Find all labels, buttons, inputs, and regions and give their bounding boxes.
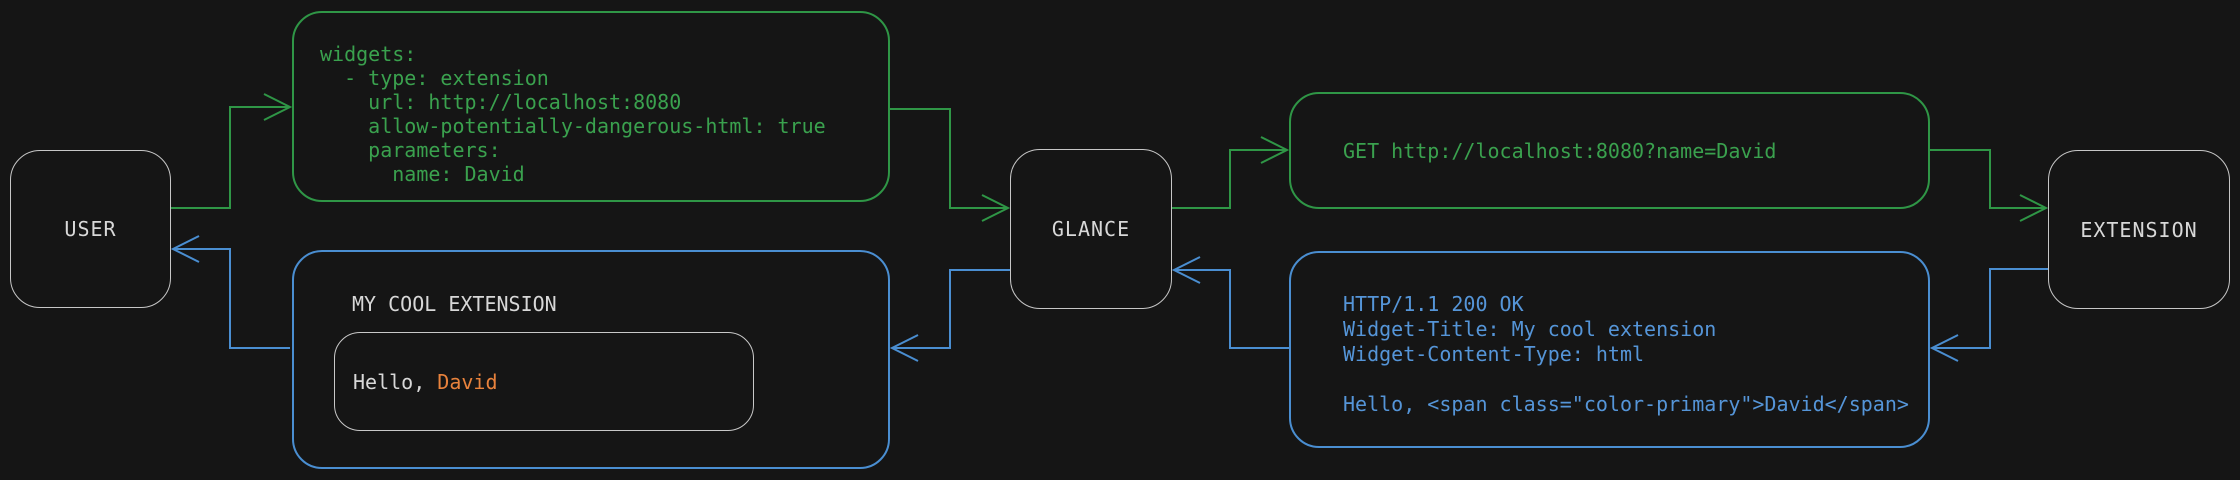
arrow-glance-to-request — [1172, 149, 1287, 209]
yaml-config-code: widgets: - type: extension url: http://l… — [320, 42, 826, 186]
arrow-extension-to-response — [1932, 268, 2048, 349]
node-glance-label: GLANCE — [1051, 217, 1131, 241]
node-glance: GLANCE — [1010, 149, 1172, 309]
node-extension: EXTENSION — [2048, 150, 2230, 309]
http-request-box: GET http://localhost:8080?name=David — [1289, 92, 1930, 209]
http-request-line: GET http://localhost:8080?name=David — [1343, 138, 1777, 163]
arrowhead-extension-to-response — [1929, 334, 1959, 362]
greeting-name: David — [437, 369, 498, 394]
widget-title: MY COOL EXTENSION — [352, 292, 557, 316]
arrow-request-to-extension — [1930, 149, 2046, 209]
arrowhead-glance-to-widget — [889, 334, 919, 362]
yaml-config-box: widgets: - type: extension url: http://l… — [292, 11, 890, 202]
arrow-user-to-config — [171, 106, 290, 209]
widget-greeting-card: Hello, David — [334, 332, 754, 431]
rendered-widget-box: MY COOL EXTENSION Hello, David — [292, 250, 890, 469]
http-response-box: HTTP/1.1 200 OK Widget-Title: My cool ex… — [1289, 251, 1930, 448]
arrowhead-widget-to-user — [170, 235, 200, 263]
arrowhead-user-to-config — [263, 93, 293, 121]
node-extension-label: EXTENSION — [2080, 217, 2198, 242]
arrow-config-to-glance — [890, 108, 1008, 209]
arrowhead-response-to-glance — [1171, 256, 1201, 284]
arrow-response-to-glance — [1174, 269, 1289, 349]
arrow-widget-to-user — [173, 248, 290, 349]
arrowhead-request-to-extension — [2019, 194, 2049, 222]
greeting-prefix: Hello, — [353, 369, 438, 394]
arrowhead-config-to-glance — [981, 194, 1011, 222]
node-user: USER — [10, 150, 171, 308]
arrow-glance-to-widget — [892, 269, 1010, 349]
arrowhead-glance-to-request — [1260, 136, 1290, 164]
node-user-label: USER — [64, 217, 117, 241]
http-response-code: HTTP/1.1 200 OK Widget-Title: My cool ex… — [1343, 292, 1909, 416]
